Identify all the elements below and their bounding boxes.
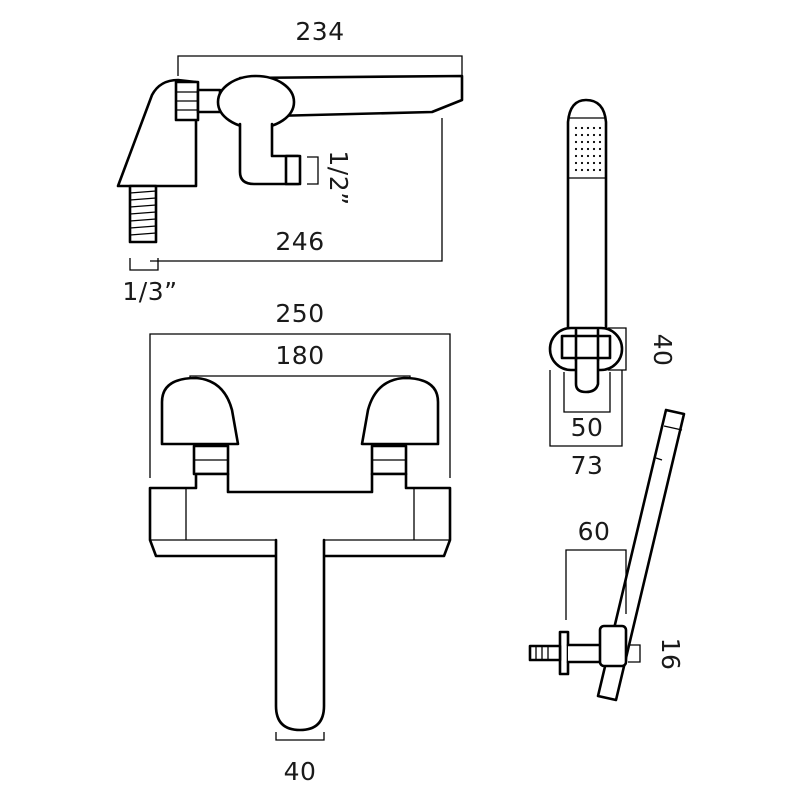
dim-line-73 [549, 370, 623, 447]
dim-label-234: 234 [295, 17, 344, 46]
dim-label-50: 50 [571, 413, 604, 442]
wall-screw [528, 644, 562, 662]
side-connector [196, 88, 222, 114]
dim-label-inlet: 1/2” [324, 150, 353, 205]
dim-label-60: 60 [578, 517, 611, 546]
dim-label-base-thread: 1/3” [122, 277, 177, 306]
hand-shower-handle [566, 98, 608, 332]
front-handle-left [160, 376, 240, 446]
dim-line-234 [177, 55, 463, 76]
dim-label-16: 16 [656, 638, 685, 671]
dim-label-holder-40: 40 [648, 334, 677, 367]
side-view: 234 246 1/3” 1/2” [116, 17, 464, 306]
dim-label-246: 246 [275, 227, 324, 256]
dim-line-spout-40 [275, 732, 325, 741]
dim-label-180: 180 [275, 341, 324, 370]
dim-line-60 [565, 549, 627, 620]
dim-label-spout-40: 40 [284, 757, 317, 786]
front-view: 250 180 40 [148, 299, 452, 786]
bracket-cradle [598, 624, 628, 668]
dim-line-holder-40 [608, 327, 627, 371]
dim-label-250: 250 [275, 299, 324, 328]
holder-stem [574, 358, 600, 394]
dim-label-73: 73 [571, 451, 604, 480]
side-inlet-nut [284, 154, 302, 186]
dim-line-246 [150, 118, 443, 262]
dim-line-base-thread [129, 258, 159, 271]
spray-plate [574, 126, 602, 172]
dim-line-250 [149, 333, 451, 478]
thread-lines [129, 190, 157, 236]
front-handle-right [360, 376, 440, 446]
dim-line-50 [563, 372, 611, 413]
bracket-arm [566, 643, 604, 664]
holder-clamp [560, 334, 612, 360]
side-valve-body [216, 74, 296, 130]
front-body [148, 472, 452, 558]
hand-shower-view: 40 50 73 [548, 98, 677, 480]
dim-line-180 [189, 375, 411, 386]
dim-line-16 [628, 644, 641, 663]
wall-bracket-view: 60 16 [528, 408, 686, 702]
front-spout [274, 538, 326, 732]
dim-line-inlet [307, 156, 319, 185]
